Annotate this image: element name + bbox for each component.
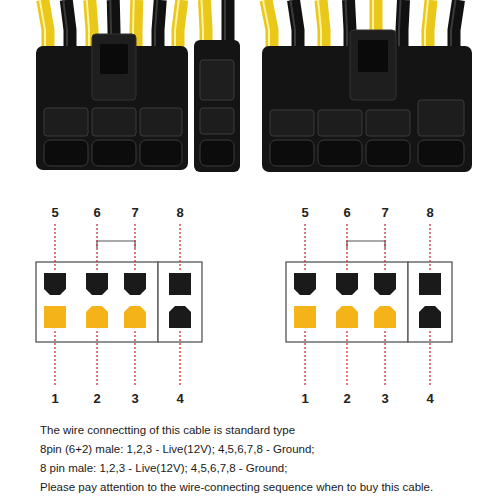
pair-bracket xyxy=(347,241,385,248)
pin-number: 6 xyxy=(343,205,350,221)
pin-symbol xyxy=(169,273,191,295)
pin-number: 5 xyxy=(301,205,308,221)
pin-symbol xyxy=(124,273,146,295)
leader-line xyxy=(304,331,305,387)
pin-number: 6 xyxy=(93,205,100,221)
pin-symbol xyxy=(419,306,441,328)
pin-number: 3 xyxy=(381,391,388,407)
pin-symbol xyxy=(44,306,66,328)
pin-number: 4 xyxy=(176,391,183,407)
leader-group xyxy=(305,224,430,387)
pin-symbol xyxy=(294,306,316,328)
six-pin-housing xyxy=(36,34,188,170)
pin-cell xyxy=(270,110,314,136)
pin-number: 7 xyxy=(381,205,388,221)
leader-line xyxy=(96,331,97,387)
six-pin-outline xyxy=(286,262,408,342)
pin-cell xyxy=(200,140,234,166)
pin-symbol xyxy=(124,306,146,328)
pin-number: 2 xyxy=(343,391,350,407)
pin-cell xyxy=(418,140,464,166)
pin-cell xyxy=(318,110,362,136)
two-pin-outline xyxy=(158,262,202,342)
pin-symbol xyxy=(44,273,66,295)
pinout-diagrams xyxy=(36,241,452,342)
wiring-note: Please pay attention to the wire-connect… xyxy=(40,481,433,495)
pin-number: 8 xyxy=(426,205,433,221)
eight-pin-housing xyxy=(262,30,472,172)
pin-cell xyxy=(44,140,88,166)
pair-bracket xyxy=(97,241,135,248)
pin-symbol xyxy=(374,273,396,295)
latch-clip xyxy=(200,60,234,100)
two-pin-housing xyxy=(194,40,240,172)
wiring-note: 8 pin male: 1,2,3 - Live(12V); 4,5,6,7,8… xyxy=(40,462,287,476)
leader-line xyxy=(429,224,430,270)
pin-number: 5 xyxy=(51,205,58,221)
pin-symbol xyxy=(169,306,191,328)
pin-cell xyxy=(366,110,410,136)
leader-line xyxy=(384,331,385,387)
pin-cell xyxy=(92,140,136,166)
pin-cell xyxy=(140,108,182,136)
housing-body xyxy=(194,40,240,172)
leader-line xyxy=(134,224,135,270)
pin-symbol xyxy=(336,273,358,295)
pin-symbol xyxy=(86,273,108,295)
leader-line xyxy=(304,224,305,270)
leader-line xyxy=(346,331,347,387)
leader-lines xyxy=(55,224,430,387)
leader-line xyxy=(54,331,55,387)
pin-number: 7 xyxy=(131,205,138,221)
latch-clip xyxy=(350,30,396,100)
wiring-note: The wire connectting of this cable is st… xyxy=(40,424,295,438)
pin-cell xyxy=(418,100,464,136)
six-pin-outline xyxy=(36,262,158,342)
pin-number: 1 xyxy=(51,391,58,407)
pin-number: 8 xyxy=(176,205,183,221)
pin-symbol xyxy=(419,273,441,295)
pin-number: 2 xyxy=(93,391,100,407)
leader-line xyxy=(134,331,135,387)
pin-symbol xyxy=(294,273,316,295)
latch-clip xyxy=(92,34,136,100)
pin-number: 1 xyxy=(301,391,308,407)
pin-cell xyxy=(92,108,136,136)
pin-symbol xyxy=(336,306,358,328)
latch-hole xyxy=(358,40,388,72)
leader-line xyxy=(384,224,385,270)
pin-number: 4 xyxy=(426,391,433,407)
leader-line xyxy=(96,224,97,270)
leader-line xyxy=(179,224,180,270)
wiring-note: 8pin (6+2) male: 1,2,3 - Live(12V); 4,5,… xyxy=(40,443,315,457)
pin-number: 3 xyxy=(131,391,138,407)
pin-symbol xyxy=(86,306,108,328)
pin-symbol xyxy=(374,306,396,328)
pin-cell xyxy=(44,108,88,136)
pinout-diagram xyxy=(286,241,452,342)
leader-line xyxy=(54,224,55,270)
pin-cell xyxy=(366,140,410,166)
pinout-diagram xyxy=(36,241,202,342)
leader-line xyxy=(179,331,180,387)
pin-cell xyxy=(200,108,234,134)
pin-cell xyxy=(140,140,182,166)
latch-hole xyxy=(100,44,128,74)
pin-cell xyxy=(270,140,314,166)
leader-line xyxy=(429,331,430,387)
leader-line xyxy=(346,224,347,270)
leader-group xyxy=(55,224,180,387)
pin-cell xyxy=(318,140,362,166)
two-pin-outline xyxy=(408,262,452,342)
